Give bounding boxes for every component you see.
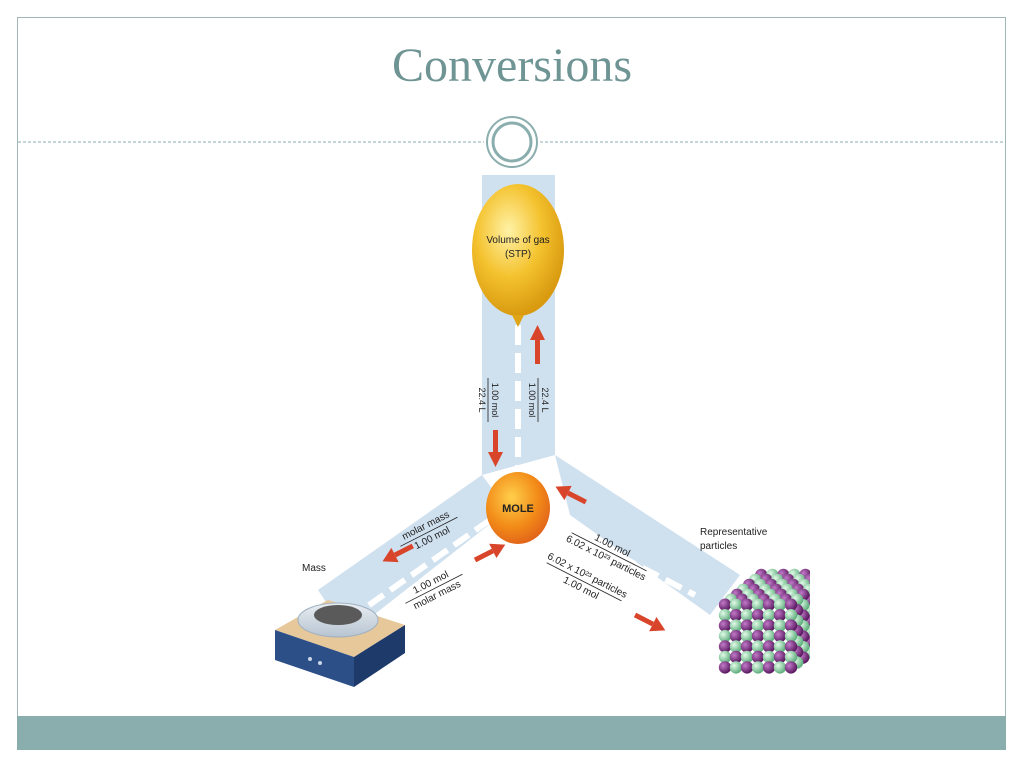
particle-atom: [729, 619, 743, 632]
particle-atom: [773, 598, 787, 611]
particle-atom: [773, 629, 787, 643]
mole-label: MOLE: [502, 503, 534, 515]
particle-atom: [740, 598, 754, 611]
particle-atom: [762, 598, 776, 611]
particle-atom: [718, 650, 732, 664]
arrow-mass-to-mole: [473, 543, 506, 563]
particle-atom: [740, 640, 754, 653]
particle-atom: [773, 650, 787, 664]
balance-icon: [275, 600, 405, 687]
mole-node: [486, 472, 550, 544]
particle-atom: [762, 640, 776, 653]
footer-bar: [17, 716, 1006, 750]
factor-gas-to-mole-denominator: 22.4 L: [477, 387, 487, 412]
particle-atom: [784, 619, 798, 632]
particle-atom: [751, 661, 765, 674]
particle-atom: [773, 608, 787, 622]
particle-atom: [773, 661, 787, 674]
particle-atom: [784, 650, 798, 664]
slide-title: Conversions: [392, 39, 632, 92]
balloon-icon: [472, 184, 564, 327]
factor-mole-to-gas: 22.4 L 1.00 mol: [527, 378, 550, 422]
gas-label-line1: Volume of gas: [486, 235, 549, 246]
particle-atom: [762, 608, 776, 622]
particle-atom: [729, 650, 743, 664]
arrow-up-to-gas: [530, 325, 545, 364]
particle-atom: [751, 650, 765, 664]
divider-ring-inner: [491, 121, 533, 163]
particle-atom: [718, 608, 732, 622]
particles-label-line2: particles: [700, 541, 737, 552]
particle-atom: [718, 661, 732, 674]
particle-atom: [740, 661, 754, 674]
particle-atom: [773, 640, 787, 653]
arrow-to-particles: [633, 612, 666, 632]
factor-gas-to-mole-numerator: 1.00 mol: [490, 383, 500, 418]
particle-atom: [784, 598, 798, 611]
particle-atom: [751, 640, 765, 653]
particle-atom: [784, 608, 798, 622]
particle-cube-icon: [718, 568, 810, 674]
mass-label: Mass: [302, 563, 326, 574]
particle-atom: [718, 640, 732, 653]
particle-atom: [729, 640, 743, 653]
particle-atom: [729, 661, 743, 674]
particle-atom: [718, 598, 732, 611]
factor-mole-to-gas-denominator: 1.00 mol: [527, 383, 537, 418]
particle-atom: [751, 629, 765, 643]
particle-atom: [718, 629, 732, 643]
mass-path-dashes: [353, 517, 492, 618]
factor-gas-to-mole: 1.00 mol 22.4 L: [477, 378, 500, 422]
particle-atom: [740, 608, 754, 622]
particle-atom: [729, 598, 743, 611]
particle-atom: [762, 661, 776, 674]
factor-mole-to-gas-numerator: 22.4 L: [540, 387, 550, 412]
particle-atom: [740, 629, 754, 643]
particle-atom: [751, 619, 765, 632]
particle-atom: [729, 629, 743, 643]
particle-atom: [718, 619, 732, 632]
particle-atom: [762, 629, 776, 643]
arrow-particles-to-mole: [555, 485, 587, 505]
particle-atom: [762, 650, 776, 664]
particle-atom: [740, 650, 754, 664]
particles-path-dashes: [548, 517, 697, 598]
title-divider: [18, 116, 1006, 168]
particle-atom: [784, 661, 798, 674]
particle-atom: [773, 619, 787, 632]
particle-atom: [784, 640, 798, 653]
particle-atom: [784, 629, 798, 643]
gas-label-line2: (STP): [505, 249, 531, 260]
particle-atom: [751, 598, 765, 611]
particle-atom: [762, 619, 776, 632]
particle-atom: [751, 608, 765, 622]
particle-atom: [740, 619, 754, 632]
particle-atom: [729, 608, 743, 622]
mole-conversion-diagram: Volume of gas (STP) 1.00 mol 22.4 L 22.4…: [275, 175, 810, 687]
arrow-down-to-mole: [488, 430, 503, 467]
arrow-to-mass: [382, 543, 414, 563]
path-particles: [555, 455, 740, 615]
particles-label-line1: Representative: [700, 527, 768, 538]
path-mass: [318, 475, 508, 635]
